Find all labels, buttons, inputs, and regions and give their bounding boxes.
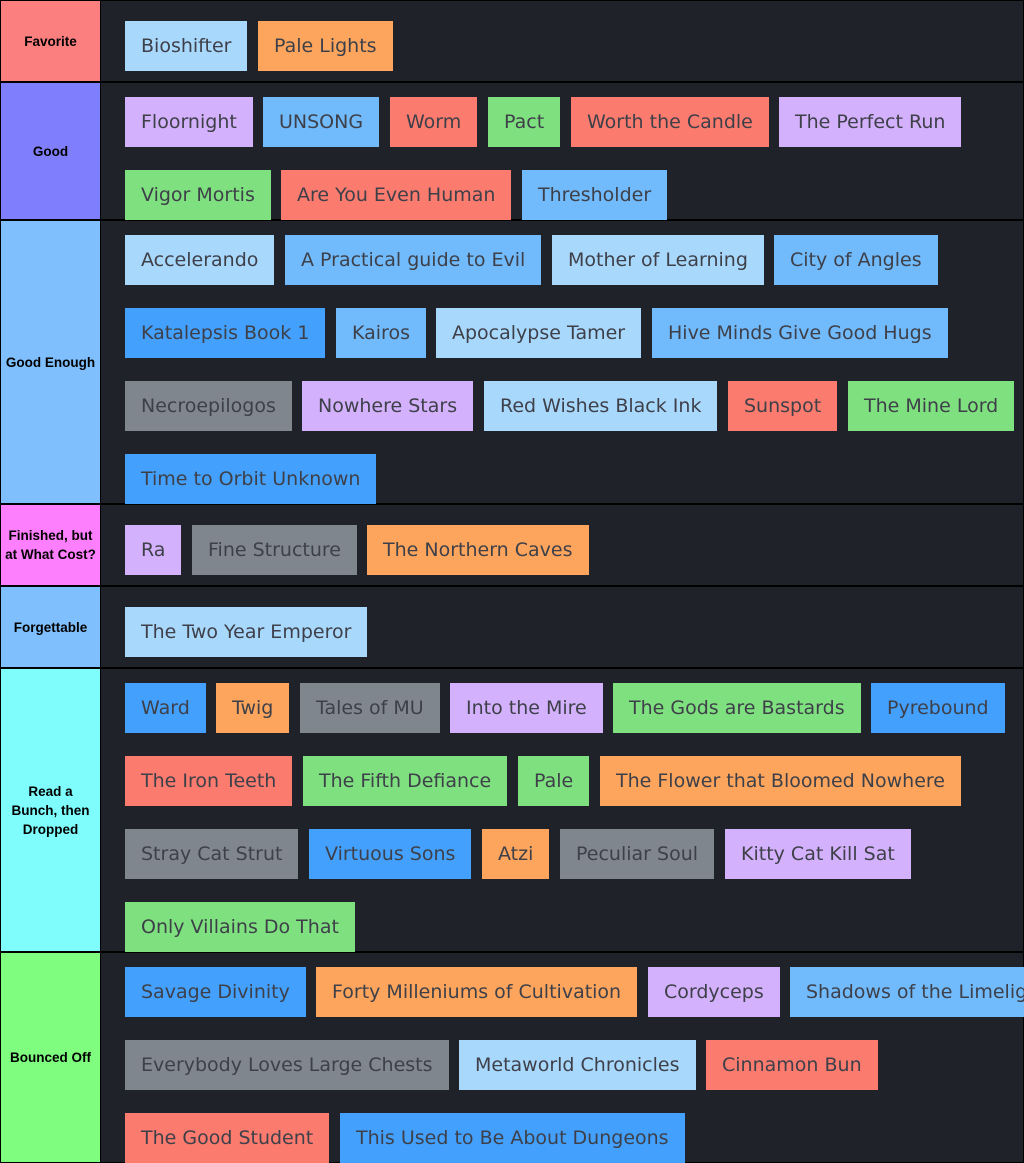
item-pale-lights[interactable]: Pale Lights (258, 21, 393, 71)
item-mother-of-learning[interactable]: Mother of Learning (552, 235, 764, 285)
item-shadows-of-the-limelight[interactable]: Shadows of the Limelight (790, 967, 1024, 1017)
item-vigor-mortis[interactable]: Vigor Mortis (125, 170, 271, 220)
item-the-iron-teeth[interactable]: The Iron Teeth (125, 756, 293, 806)
item-bioshifter[interactable]: Bioshifter (125, 21, 248, 71)
item-necroepilogos[interactable]: Necroepilogos (125, 381, 292, 431)
tier-label[interactable]: Favorite (1, 1, 100, 81)
item-pale[interactable]: Pale (518, 756, 590, 806)
tier-label[interactable]: Bounced Off (1, 953, 100, 1162)
tier-forgettable: Forgettable The Two Year Emperor (0, 586, 1024, 668)
item-the-fifth-defiance[interactable]: The Fifth Defiance (303, 756, 508, 806)
item-hive-minds-give-good-hugs[interactable]: Hive Minds Give Good Hugs (652, 308, 948, 358)
item-virtuous-sons[interactable]: Virtuous Sons (309, 829, 472, 879)
item-accelerando[interactable]: Accelerando (125, 235, 275, 285)
item-ward[interactable]: Ward (125, 683, 206, 733)
tier-label[interactable]: Good (1, 83, 100, 219)
item-a-practical-guide-to-evil[interactable]: A Practical guide to Evil (285, 235, 542, 285)
item-sunspot[interactable]: Sunspot (728, 381, 838, 431)
item-pyrebound[interactable]: Pyrebound (871, 683, 1005, 733)
item-into-the-mire[interactable]: Into the Mire (450, 683, 603, 733)
item-worth-the-candle[interactable]: Worth the Candle (571, 97, 769, 147)
item-only-villains-do-that[interactable]: Only Villains Do That (125, 902, 355, 952)
item-the-two-year-emperor[interactable]: The Two Year Emperor (125, 607, 368, 657)
item-floornight[interactable]: Floornight (125, 97, 253, 147)
item-ra[interactable]: Ra (125, 525, 182, 575)
item-savage-divinity[interactable]: Savage Divinity (125, 967, 306, 1017)
item-thresholder[interactable]: Thresholder (522, 170, 668, 220)
tier-label[interactable]: Finished, but at What Cost? (1, 505, 100, 585)
item-kairos[interactable]: Kairos (336, 308, 426, 358)
item-the-perfect-run[interactable]: The Perfect Run (779, 97, 962, 147)
tier-label[interactable]: Good Enough (1, 221, 100, 503)
item-the-gods-are-bastards[interactable]: The Gods are Bastards (613, 683, 861, 733)
item-forty-milleniums-of-cultivation[interactable]: Forty Milleniums of Cultivation (316, 967, 638, 1017)
item-apocalypse-tamer[interactable]: Apocalypse Tamer (436, 308, 642, 358)
item-city-of-angles[interactable]: City of Angles (774, 235, 938, 285)
item-metaworld-chronicles[interactable]: Metaworld Chronicles (459, 1040, 696, 1090)
item-red-wishes-black-ink[interactable]: Red Wishes Black Ink (484, 381, 718, 431)
item-peculiar-soul[interactable]: Peculiar Soul (560, 829, 715, 879)
item-twig[interactable]: Twig (216, 683, 290, 733)
item-fine-structure[interactable]: Fine Structure (192, 525, 357, 575)
item-time-to-orbit-unknown[interactable]: Time to Orbit Unknown (125, 454, 377, 504)
item-are-you-even-human[interactable]: Are You Even Human (281, 170, 512, 220)
item-the-mine-lord[interactable]: The Mine Lord (848, 381, 1015, 431)
item-everybody-loves-large-chests[interactable]: Everybody Loves Large Chests (125, 1040, 449, 1090)
item-atzi[interactable]: Atzi (482, 829, 550, 879)
item-pact[interactable]: Pact (488, 97, 561, 147)
item-the-flower-that-bloomed-nowhere[interactable]: The Flower that Bloomed Nowhere (600, 756, 961, 806)
item-kitty-cat-kill-sat[interactable]: Kitty Cat Kill Sat (725, 829, 911, 879)
item-tales-of-mu[interactable]: Tales of MU (300, 683, 440, 733)
item-this-used-to-be-about-dungeons[interactable]: This Used to Be About Dungeons (340, 1113, 685, 1163)
item-unsong[interactable]: UNSONG (263, 97, 380, 147)
item-cordyceps[interactable]: Cordyceps (648, 967, 780, 1017)
item-cinnamon-bun[interactable]: Cinnamon Bun (706, 1040, 878, 1090)
item-worm[interactable]: Worm (390, 97, 478, 147)
tier-label[interactable]: Forgettable (1, 587, 100, 667)
tier-label[interactable]: Read a Bunch, then Dropped (1, 669, 100, 951)
item-the-good-student[interactable]: The Good Student (125, 1113, 330, 1163)
tier-items[interactable]: The Two Year Emperor (101, 587, 1023, 667)
item-the-northern-caves[interactable]: The Northern Caves (367, 525, 589, 575)
item-katalepsis-book-1[interactable]: Katalepsis Book 1 (125, 308, 326, 358)
item-nowhere-stars[interactable]: Nowhere Stars (302, 381, 474, 431)
item-stray-cat-strut[interactable]: Stray Cat Strut (125, 829, 299, 879)
